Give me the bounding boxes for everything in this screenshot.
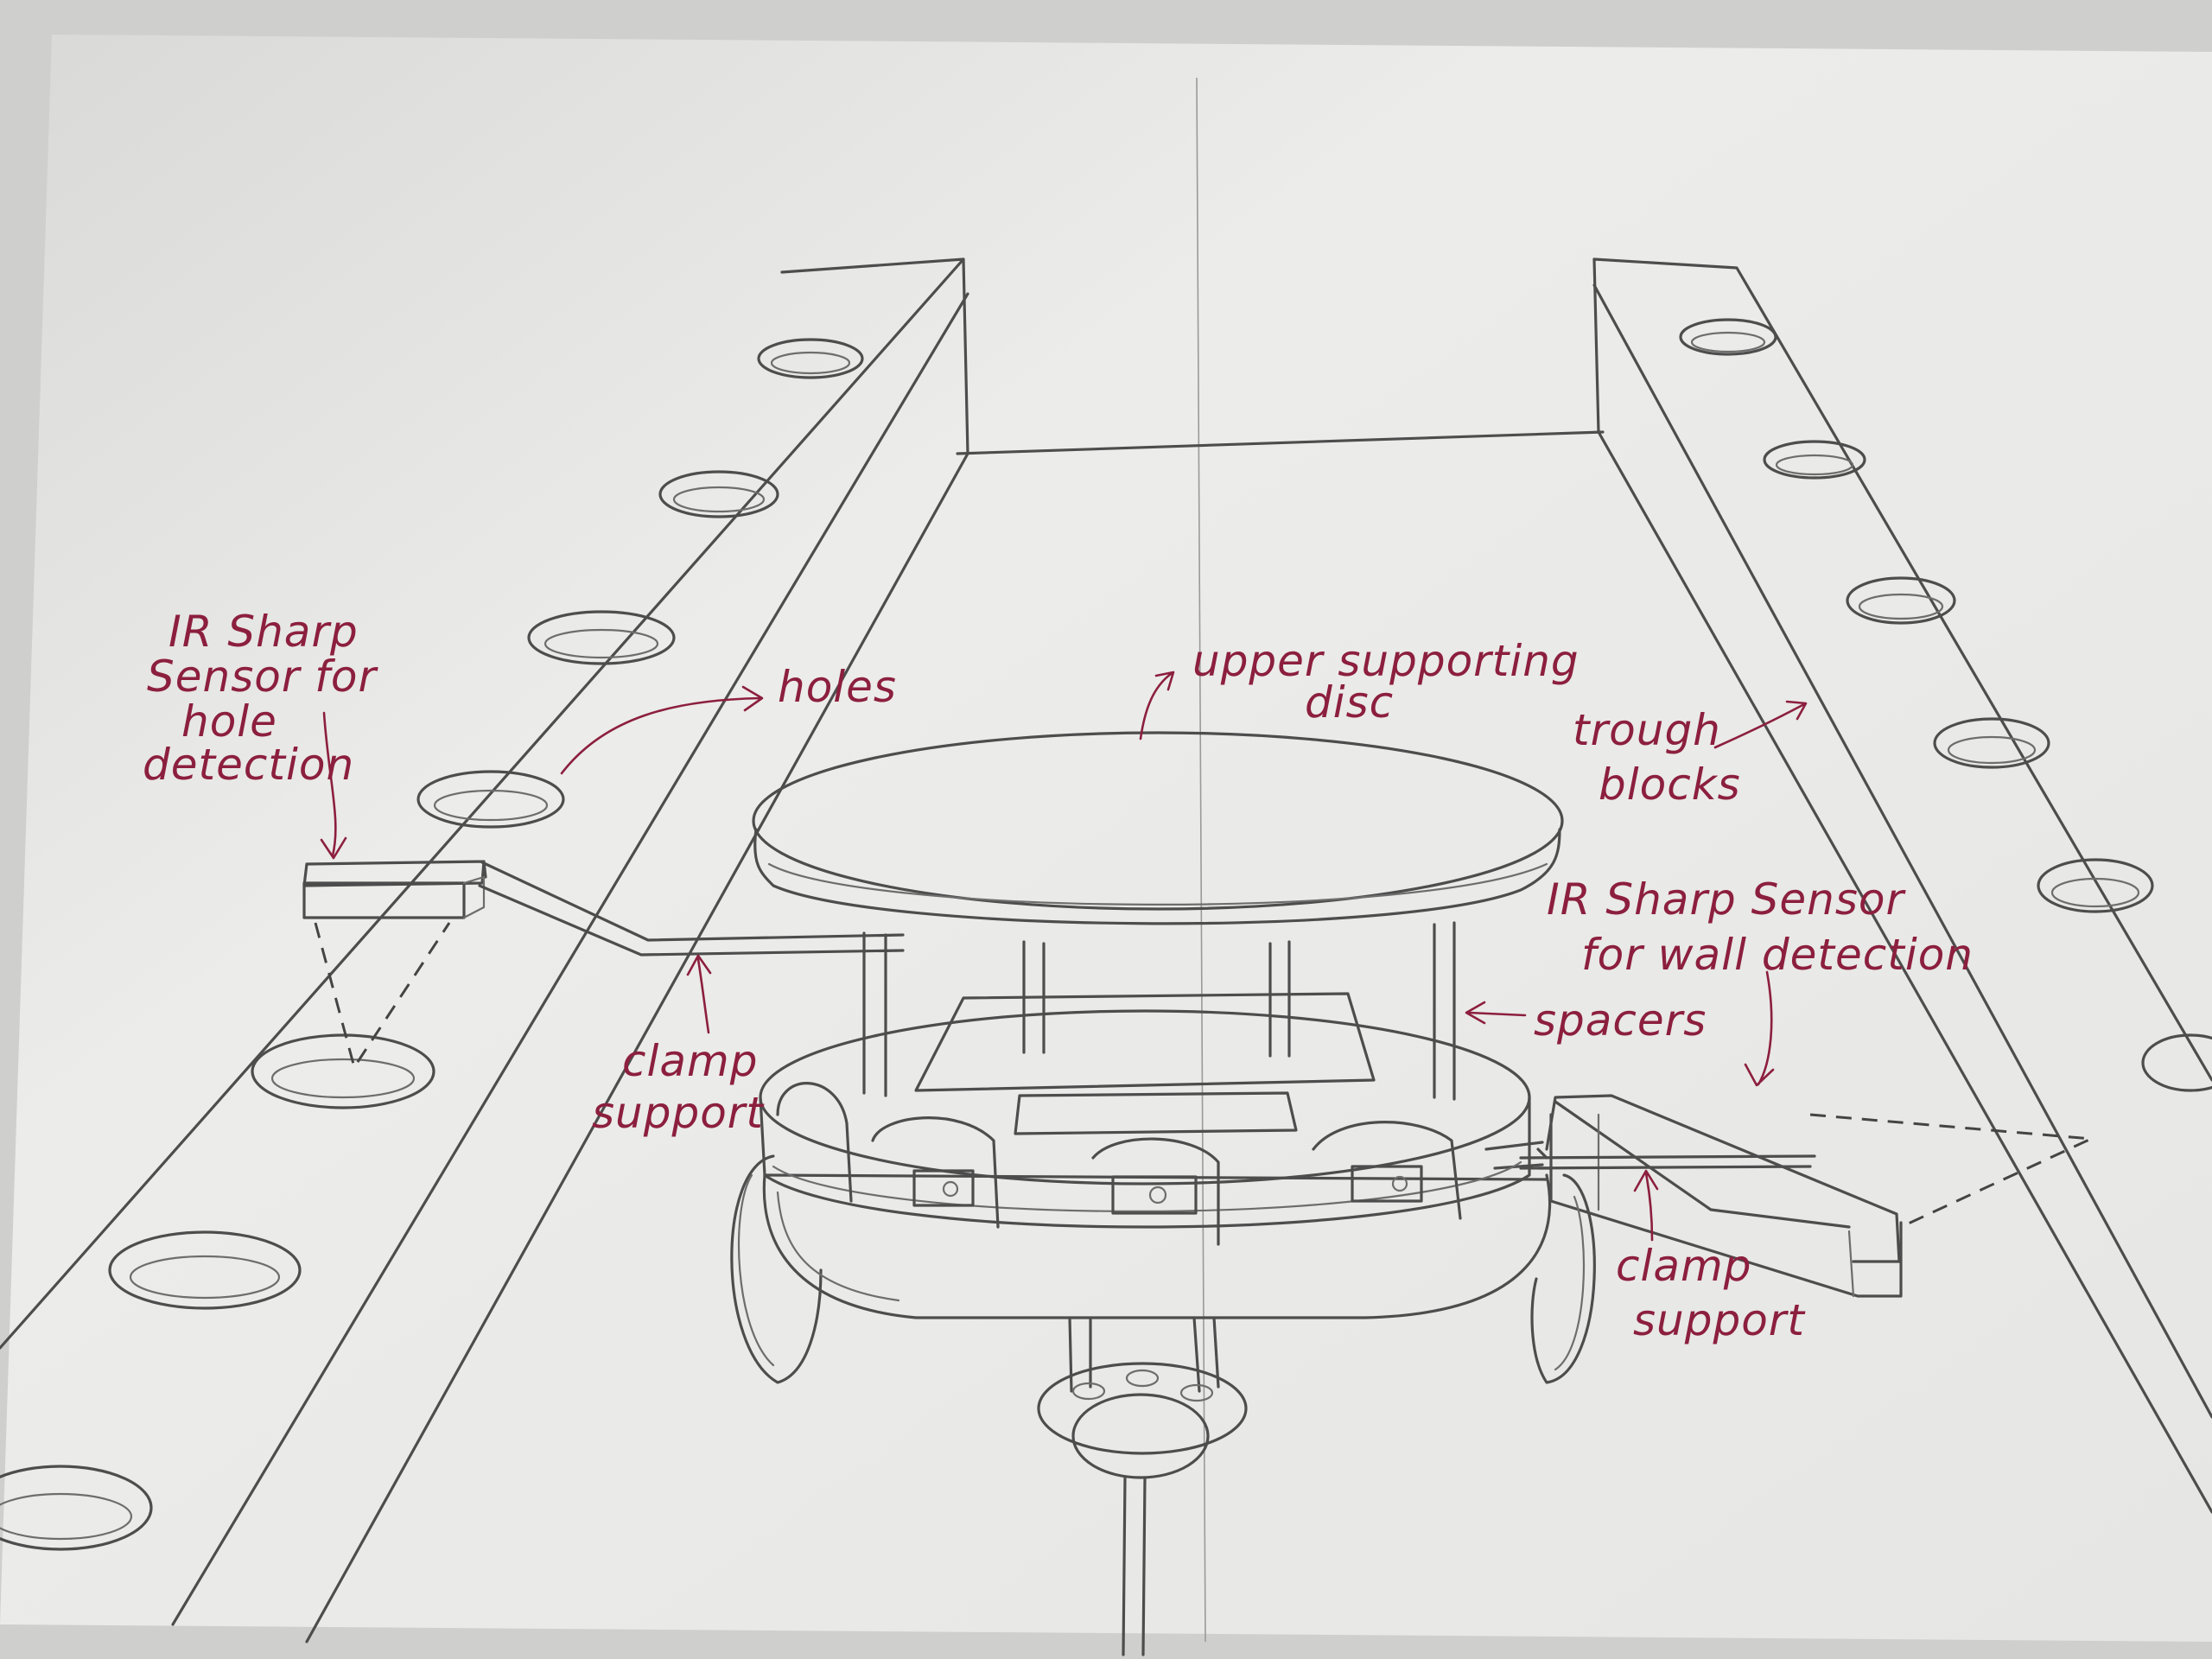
label-line: IR Sharp xyxy=(168,607,359,657)
label-line: Sensor for xyxy=(147,652,378,702)
label-line: trough xyxy=(1573,705,1721,755)
label-line: blocks xyxy=(1599,760,1741,810)
label-line: detection xyxy=(143,740,354,790)
label-line: clamp xyxy=(622,1036,758,1086)
label-ir-sensor-hole: IR Sharp Sensor for hole detection xyxy=(143,607,391,790)
label-spacers: spacers xyxy=(1534,995,1707,1046)
label-line: support xyxy=(1633,1295,1806,1345)
label-line: support xyxy=(592,1088,765,1138)
label-line: clamp xyxy=(1616,1241,1751,1291)
label-line: disc xyxy=(1305,677,1394,728)
label-line: IR Sharp Sensor xyxy=(1547,874,1906,925)
label-line: for wall detection xyxy=(1581,930,1974,980)
label-holes: holes xyxy=(778,662,897,712)
